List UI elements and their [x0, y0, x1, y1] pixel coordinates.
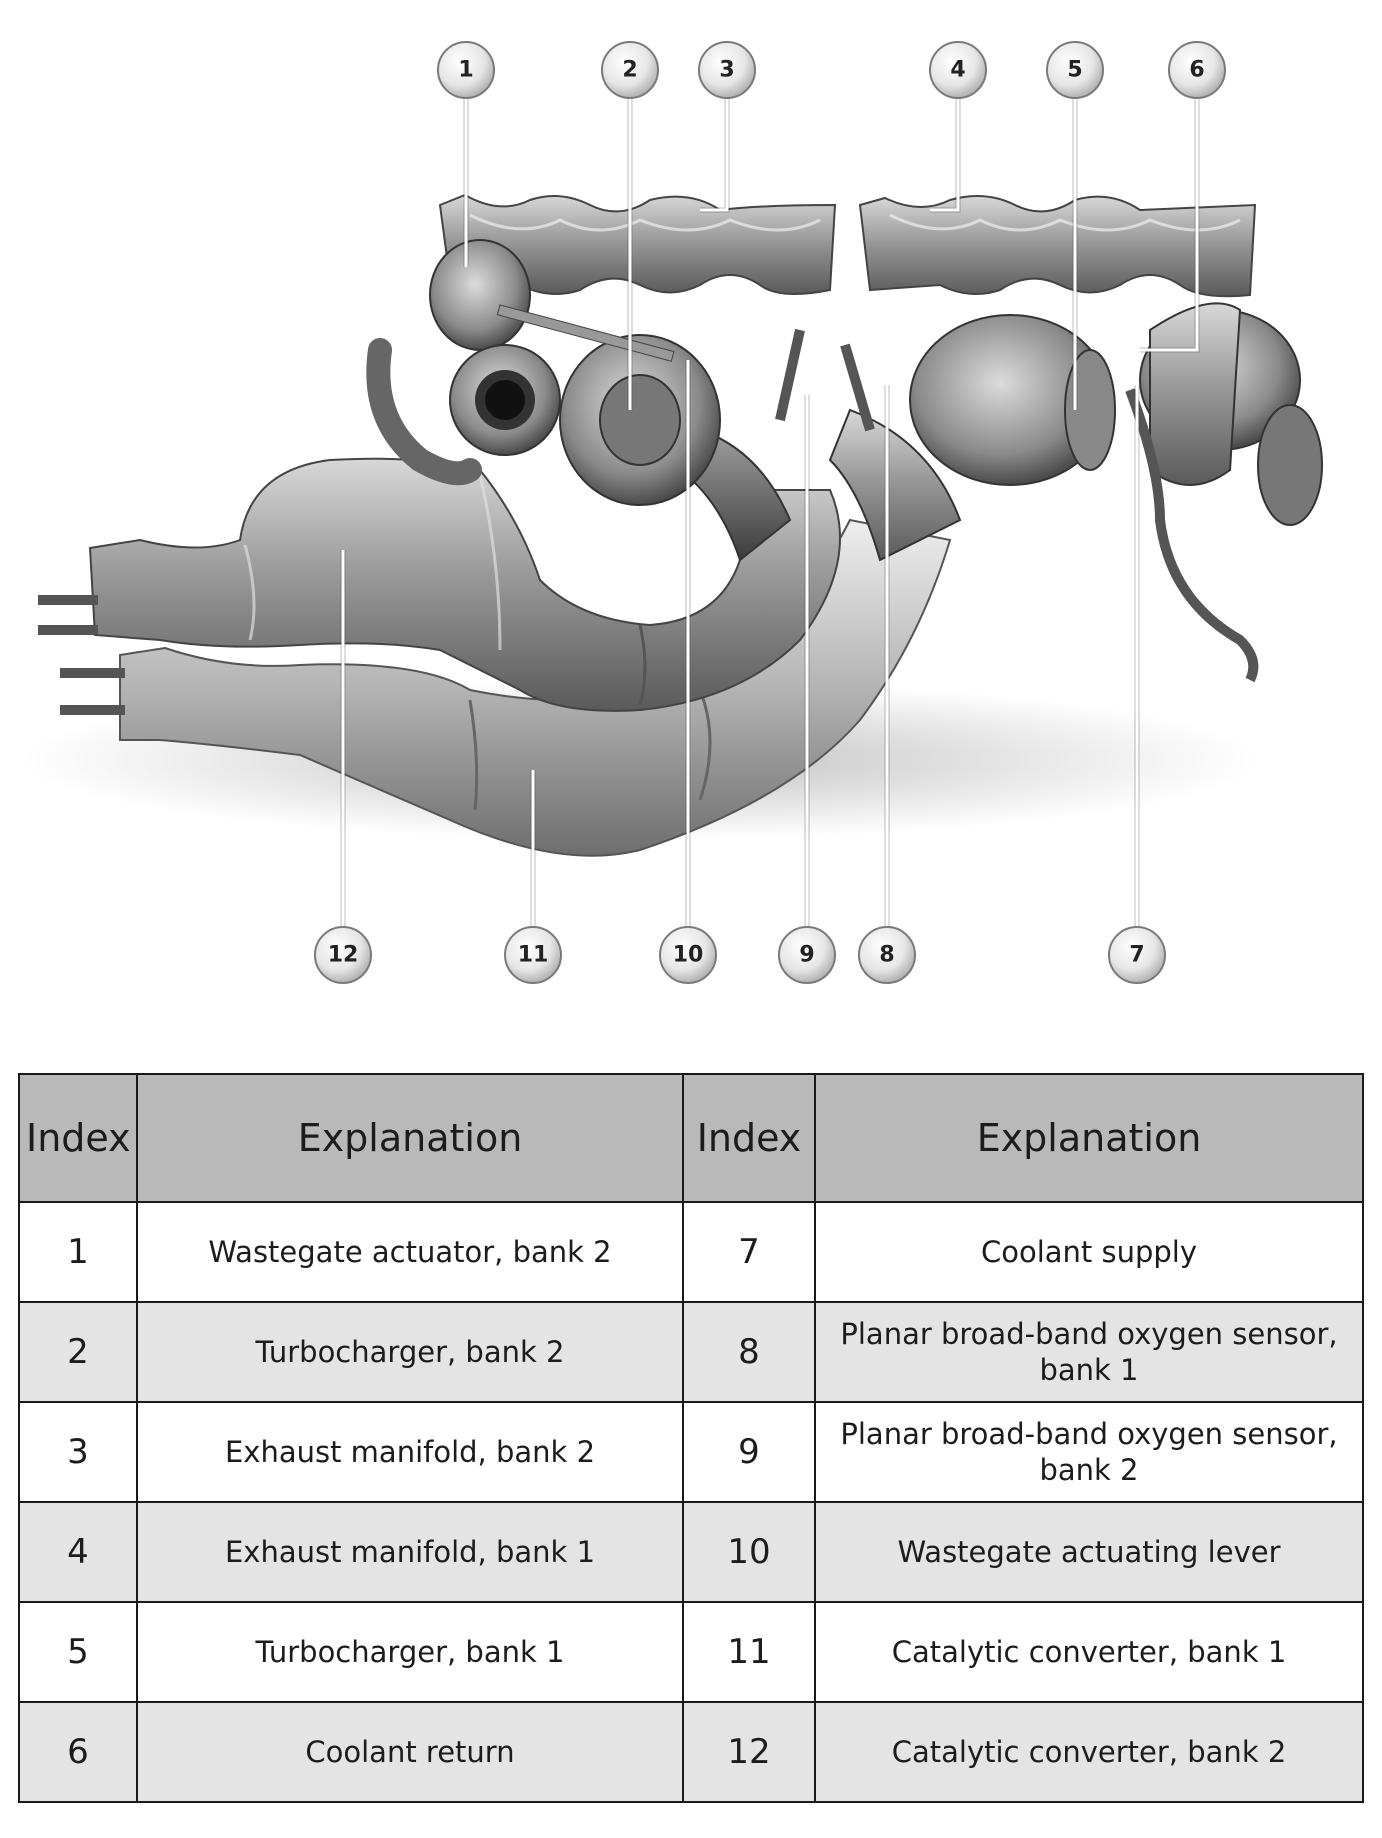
table-row: 3 Exhaust manifold, bank 2 9 Planar broa…	[18, 1401, 1364, 1503]
table-row: 6 Coolant return 12 Catalytic converter,…	[18, 1701, 1364, 1803]
table-row: 5 Turbocharger, bank 1 11 Catalytic conv…	[18, 1601, 1364, 1703]
row-explanation-right: Planar broad-band oxygen sensor, bank 2	[814, 1401, 1364, 1503]
row-explanation-right: Catalytic converter, bank 2	[814, 1701, 1364, 1803]
callout-4: 4	[929, 41, 987, 99]
header-index-left: Index	[18, 1073, 138, 1203]
svg-text:12: 12	[328, 943, 359, 968]
row-index-left: 1	[18, 1201, 138, 1303]
row-index-left: 5	[18, 1601, 138, 1703]
svg-text:3: 3	[719, 58, 734, 83]
table-row: 2 Turbocharger, bank 2 8 Planar broad-ba…	[18, 1301, 1364, 1403]
oxygen-sensor-wiring	[775, 328, 875, 432]
catalytic-converter-bank-1	[60, 518, 952, 857]
row-index-left: 6	[18, 1701, 138, 1803]
coolant-line	[1125, 388, 1259, 683]
header-explanation-left: Explanation	[136, 1073, 684, 1203]
row-index-right: 7	[682, 1201, 816, 1303]
svg-text:7: 7	[1129, 943, 1144, 968]
row-explanation-left: Turbocharger, bank 1	[136, 1601, 684, 1703]
row-index-left: 4	[18, 1501, 138, 1603]
row-index-left: 3	[18, 1401, 138, 1503]
callout-11: 11	[504, 926, 562, 984]
table-row: 1 Wastegate actuator, bank 2 7 Coolant s…	[18, 1201, 1364, 1303]
leader-lines	[340, 91, 1200, 930]
svg-text:8: 8	[879, 943, 894, 968]
row-explanation-left: Wastegate actuator, bank 2	[136, 1201, 684, 1303]
table-row: 4 Exhaust manifold, bank 1 10 Wastegate …	[18, 1501, 1364, 1603]
header-index-right: Index	[682, 1073, 816, 1203]
callout-7: 7	[1108, 926, 1166, 984]
callout-6: 6	[1168, 41, 1226, 99]
callout-12: 12	[314, 926, 372, 984]
row-explanation-right: Wastegate actuating lever	[814, 1501, 1364, 1603]
callout-1: 1	[437, 41, 495, 99]
svg-text:6: 6	[1189, 58, 1204, 83]
callout-9: 9	[778, 926, 836, 984]
row-explanation-left: Exhaust manifold, bank 1	[136, 1501, 684, 1603]
header-explanation-right: Explanation	[814, 1073, 1364, 1203]
callout-8: 8	[858, 926, 916, 984]
svg-text:2: 2	[622, 58, 637, 83]
svg-text:9: 9	[799, 943, 814, 968]
callout-3: 3	[698, 41, 756, 99]
row-index-right: 10	[682, 1501, 816, 1603]
turbocharger-bank-2	[559, 334, 721, 506]
row-index-right: 12	[682, 1701, 816, 1803]
legend-header-row: Index Explanation Index Explanation	[18, 1073, 1364, 1203]
svg-text:10: 10	[673, 943, 704, 968]
row-explanation-right: Planar broad-band oxygen sensor, bank 1	[814, 1301, 1364, 1403]
callout-2: 2	[601, 41, 659, 99]
row-explanation-right: Coolant supply	[814, 1201, 1364, 1303]
compressor-inlet-bank-2	[366, 338, 561, 486]
legend-table: Index Explanation Index Explanation 1 Wa…	[18, 1073, 1364, 1803]
downpipe-bank-1	[828, 408, 962, 562]
row-index-right: 9	[682, 1401, 816, 1503]
svg-text:5: 5	[1067, 58, 1082, 83]
svg-text:1: 1	[458, 58, 473, 83]
svg-text:11: 11	[518, 943, 549, 968]
row-explanation-right: Catalytic converter, bank 1	[814, 1601, 1364, 1703]
row-explanation-left: Turbocharger, bank 2	[136, 1301, 684, 1403]
row-explanation-left: Coolant return	[136, 1701, 684, 1803]
row-index-right: 8	[682, 1301, 816, 1403]
exhaust-system-figure: 1 2 3 4 5 6 7 8 9 10 11 12	[20, 41, 1323, 984]
exhaust-manifold-bank-1	[858, 195, 1257, 298]
row-explanation-left: Exhaust manifold, bank 2	[136, 1401, 684, 1503]
svg-text:4: 4	[950, 58, 965, 83]
callout-10: 10	[659, 926, 717, 984]
exhaust-manifold-bank-2	[438, 193, 837, 295]
row-index-right: 11	[682, 1601, 816, 1703]
turbocharger-bank-1	[909, 302, 1323, 526]
callout-5: 5	[1046, 41, 1104, 99]
row-index-left: 2	[18, 1301, 138, 1403]
